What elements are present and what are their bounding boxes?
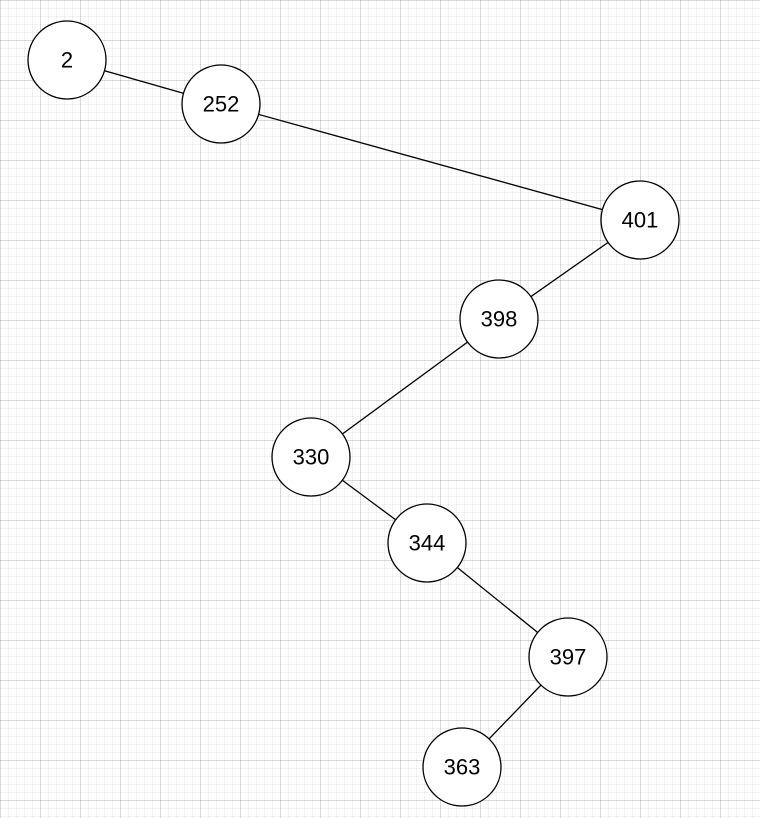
node-label: 397 — [550, 645, 587, 670]
node-label: 330 — [293, 445, 330, 470]
node-circle — [271, 417, 351, 497]
node-label: 401 — [622, 208, 659, 233]
node-circle — [600, 180, 680, 260]
tree-node-344: 344 — [387, 503, 467, 583]
node-circle — [387, 503, 467, 583]
node-label: 398 — [481, 307, 518, 332]
node-circle — [422, 727, 502, 807]
tree-node-401: 401 — [600, 180, 680, 260]
tree-node-363: 363 — [422, 727, 502, 807]
node-label: 344 — [409, 531, 446, 556]
tree-node-252: 252 — [181, 64, 261, 144]
node-circle — [459, 279, 539, 359]
node-label: 363 — [444, 755, 481, 780]
node-circle — [181, 64, 261, 144]
tree-node-330: 330 — [271, 417, 351, 497]
tree-node-398: 398 — [459, 279, 539, 359]
node-circle — [528, 617, 608, 697]
node-label: 2 — [61, 48, 73, 73]
tree-node-397: 397 — [528, 617, 608, 697]
node-circle — [27, 20, 107, 100]
edge-n252-n401 — [220, 103, 641, 221]
node-label: 252 — [203, 92, 240, 117]
tree-node-2: 2 — [27, 20, 107, 100]
tree-nodes: 2 252 401 398 330 344 397 363 — [27, 20, 680, 807]
